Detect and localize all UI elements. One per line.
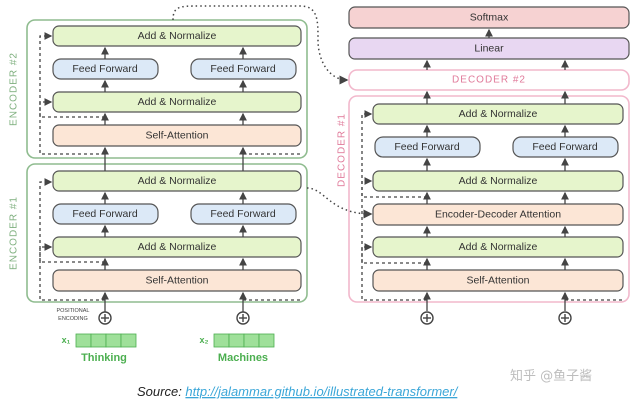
decoder-residual-paths (361, 110, 623, 301)
encoder2-ff-left-label: Feed Forward (72, 63, 138, 75)
linear-label: Linear (474, 43, 504, 55)
positional-encoding-line2: ENCODING (58, 316, 88, 322)
word-thinking: Thinking (81, 352, 127, 364)
encoder2-add-norm-bottom-box (52, 91, 302, 113)
encoder2-add-norm-top-label: Add & Normalize (138, 30, 217, 42)
x2-label: x₂ (199, 335, 208, 345)
decoder-add-icon-2 (558, 311, 572, 325)
encoder2-self-attention-box (52, 124, 302, 147)
decoder1-self-attention-label: Self-Attention (466, 275, 529, 287)
decoder1-title: DECODER #1 (337, 113, 348, 187)
encoder1-add-norm-top-box (52, 170, 302, 192)
encoder2-title: ENCODER #2 (9, 52, 20, 126)
decoder1-add-norm-bottom-label: Add & Normalize (459, 241, 538, 253)
encoder1-self-attention-label: Self-Attention (145, 275, 208, 287)
source-caption: Source: http://jalammar.github.io/illust… (137, 384, 459, 399)
word-machines: Machines (218, 352, 268, 364)
decoder-flow-arrows (423, 28, 569, 311)
encoder2-self-attention-label: Self-Attention (145, 130, 208, 142)
encoder1-ff-right-label: Feed Forward (210, 208, 276, 220)
source-link[interactable]: http://jalammar.github.io/illustrated-tr… (185, 384, 458, 399)
encoder1-add-norm-bottom-box (52, 236, 302, 258)
watermark: 知乎 @鱼子酱 (510, 368, 592, 384)
decoder1-ff-right-label: Feed Forward (532, 141, 598, 153)
decoder1-enc-dec-attention-label: Encoder-Decoder Attention (435, 209, 561, 221)
softmax-label: Softmax (470, 12, 509, 24)
decoder1-enc-dec-attention-box (372, 203, 624, 226)
encoder2-add-norm-top-box (52, 25, 302, 47)
encoder1-ff-left-label: Feed Forward (72, 208, 138, 220)
encoder1-title: ENCODER #1 (9, 196, 20, 270)
encoder1-frame (26, 163, 308, 303)
decoder1-add-norm-mid-label: Add & Normalize (459, 175, 538, 187)
encoder2-frame (26, 19, 308, 159)
encoder2-ff-right-label: Feed Forward (210, 63, 276, 75)
decoder1-self-attention-box (372, 269, 624, 292)
decoder1-ff-left-label: Feed Forward (394, 141, 460, 153)
encoder-decoder-links (172, 5, 373, 219)
encoder-flow-arrows (101, 46, 247, 318)
source-prefix: Source: (137, 384, 185, 399)
decoder1-add-norm-mid-box (372, 170, 624, 192)
decoder-add-icon-1 (420, 311, 434, 325)
encoder1-add-norm-bottom-label: Add & Normalize (138, 241, 217, 253)
encoder1-add-norm-top-label: Add & Normalize (138, 175, 217, 187)
positional-encoding-line1: POSITIONAL (56, 308, 89, 314)
decoder1-add-norm-top-box (372, 103, 624, 125)
x2-embedding-vector (213, 333, 275, 348)
x1-label: x₁ (62, 335, 71, 345)
encoder-residual-paths (39, 32, 303, 301)
positional-add-icon-1 (98, 311, 112, 325)
encoder1-self-attention-box (52, 269, 302, 292)
softmax-box (348, 6, 630, 29)
encoder2-add-norm-bottom-label: Add & Normalize (138, 96, 217, 108)
decoder1-add-norm-bottom-box (372, 236, 624, 258)
decoder2-title: DECODER #2 (452, 75, 526, 86)
positional-add-icon-2 (236, 311, 250, 325)
decoder1-add-norm-top-label: Add & Normalize (459, 108, 538, 120)
x1-embedding-vector (75, 333, 137, 348)
decoder2-frame (348, 69, 630, 91)
